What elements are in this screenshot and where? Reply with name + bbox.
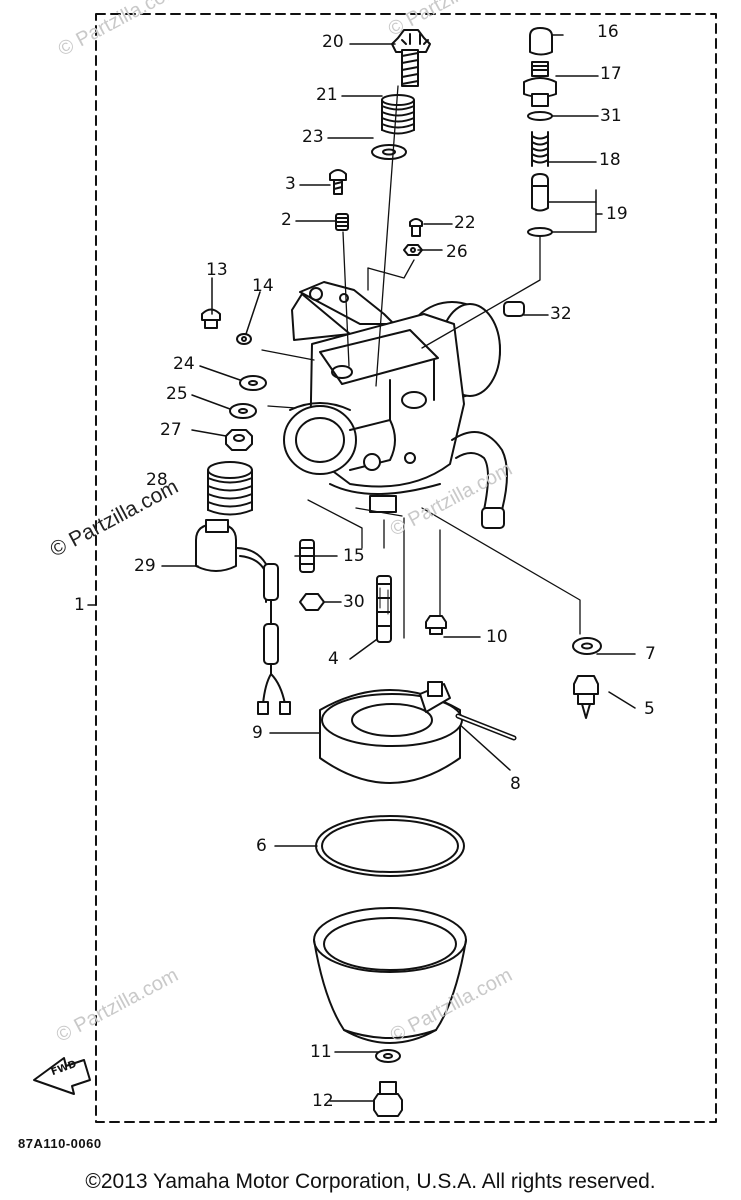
callout-22: 22 (454, 213, 476, 233)
part-30-nut (299, 593, 325, 611)
callout-26: 26 (446, 242, 468, 262)
part-11-washer (375, 1049, 401, 1063)
callout-2: 2 (281, 210, 292, 230)
callout-12: 12 (312, 1091, 334, 1111)
part-17-plunger-body (523, 61, 557, 107)
copyright-notice: ©2013 Yamaha Motor Corporation, U.S.A. A… (85, 1170, 656, 1193)
callout-25: 25 (166, 384, 188, 404)
callout-3: 3 (285, 174, 296, 194)
callout-6: 6 (256, 836, 267, 856)
callout-27: 27 (160, 420, 182, 440)
assembly-border (95, 13, 717, 1123)
callout-11: 11 (310, 1042, 332, 1062)
callout-24: 24 (173, 354, 195, 374)
part-20-screw (391, 29, 431, 87)
part-29-starter (195, 519, 291, 715)
callout-13: 13 (206, 260, 228, 280)
part-7-washer (572, 637, 602, 655)
callout-28: 28 (146, 470, 168, 490)
leader-lines (87, 34, 636, 1102)
part-5-screw (573, 675, 599, 719)
callout-15: 15 (343, 546, 365, 566)
callout-10: 10 (486, 627, 508, 647)
callout-8: 8 (510, 774, 521, 794)
callout-5: 5 (644, 699, 655, 719)
callout-19: 19 (606, 204, 628, 224)
callout-21: 21 (316, 85, 338, 105)
part-27-nut (225, 429, 253, 451)
part-2-jet (335, 213, 349, 231)
callout-14: 14 (252, 276, 274, 296)
callout-4: 4 (328, 649, 339, 669)
part-16-cap (529, 27, 553, 56)
part-10-jet (425, 615, 447, 635)
fwd-arrow (33, 1057, 91, 1095)
part-12-drain-screw (373, 1081, 403, 1117)
part-23-washer (371, 144, 407, 160)
callout-20: 20 (322, 32, 344, 52)
part-22-screw (409, 218, 423, 237)
carburetor-body (283, 281, 508, 529)
callout-30: 30 (343, 592, 365, 612)
part-28-spring (207, 461, 253, 516)
callout-31: 31 (600, 106, 622, 126)
part-14-washer (236, 333, 252, 345)
callout-29: 29 (134, 556, 156, 576)
part-32-plug (503, 301, 525, 317)
part-25-washer (229, 403, 257, 419)
callout-32: 32 (550, 304, 572, 324)
callout-7: 7 (645, 644, 656, 664)
part-21-spring (381, 94, 415, 135)
assembly-lines (261, 85, 581, 639)
part-3-screw (329, 169, 347, 195)
part-31-o-ring (527, 111, 553, 121)
callout-9: 9 (252, 723, 263, 743)
part-24-washer (239, 375, 267, 391)
part-9-float (319, 681, 463, 784)
callout-16: 16 (597, 22, 619, 42)
float-bowl (313, 907, 467, 1044)
callout-18: 18 (599, 150, 621, 170)
part-15-jet (299, 539, 315, 573)
part-6-gasket (315, 815, 465, 877)
callout-17: 17 (600, 64, 622, 84)
callout-23: 23 (302, 127, 324, 147)
part-8-pin (455, 713, 517, 741)
part-18-spring (531, 131, 549, 167)
callout-1: 1 (74, 595, 85, 615)
part-19-plunger (527, 173, 553, 237)
part-13-screw (201, 308, 221, 329)
part-4-needle (376, 575, 392, 643)
drawing-code: 87A110-0060 (18, 1136, 102, 1151)
